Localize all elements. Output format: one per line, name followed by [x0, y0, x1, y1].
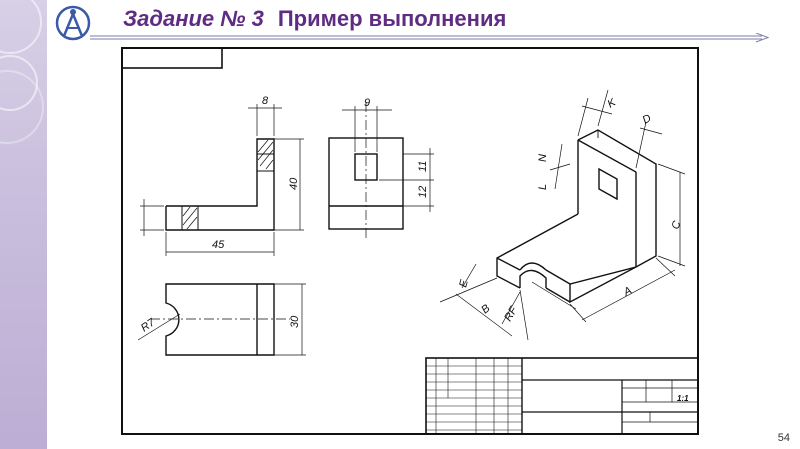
- technical-drawing: 8 40 45 9 11 12 R7 30: [121, 47, 699, 435]
- dim-l: L: [537, 184, 549, 190]
- dim-30: 30: [289, 315, 301, 328]
- title-block: [425, 357, 699, 435]
- top-view: [137, 283, 306, 356]
- task-number: Задание № 3: [123, 6, 264, 31]
- compass-logo-icon: [55, 5, 91, 41]
- dim-45: 45: [212, 239, 225, 251]
- isometric-view: [439, 89, 686, 341]
- dim-e: E: [457, 278, 471, 289]
- slide-title: Задание № 3 Пример выполнения: [123, 6, 506, 32]
- dim-12: 12: [417, 186, 429, 198]
- dim-c: C: [670, 219, 684, 231]
- side-view: [328, 102, 434, 239]
- front-view: [140, 104, 304, 256]
- dim-8: 8: [262, 95, 269, 107]
- title-subtitle: Пример выполнения: [277, 6, 507, 31]
- title-underline-arrow: [90, 33, 770, 43]
- dim-9: 9: [364, 97, 370, 109]
- dim-40: 40: [288, 177, 300, 190]
- dim-n: N: [537, 154, 549, 162]
- decorative-sidebar: [0, 0, 47, 449]
- dim-11: 11: [417, 161, 429, 172]
- page-number: 54: [777, 432, 790, 444]
- scale-value: 1:1: [677, 394, 689, 403]
